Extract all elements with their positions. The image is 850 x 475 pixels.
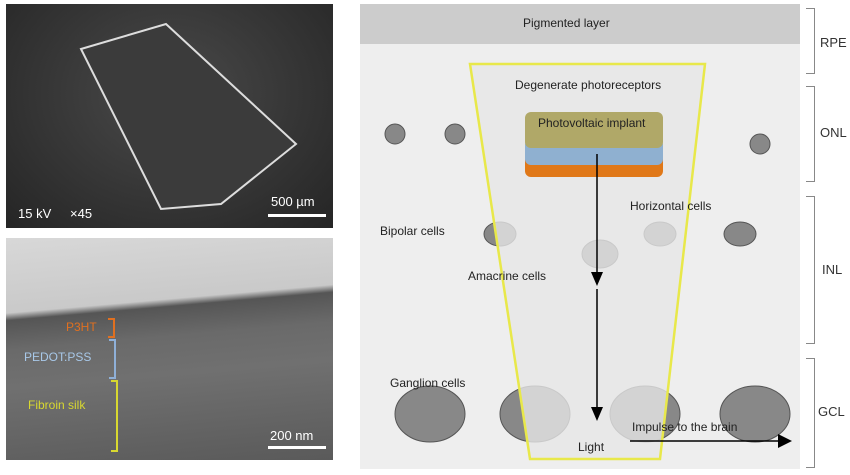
degenerate-photoreceptors-label: Degenerate photoreceptors xyxy=(515,78,662,92)
bracket-rpe xyxy=(806,8,815,74)
light-label: Light xyxy=(578,440,605,454)
magnification-label: ×45 xyxy=(70,206,93,221)
scale-bar-label: 500 µm xyxy=(271,194,315,209)
layer-label-p3ht: P3HT xyxy=(66,320,97,334)
layer-label-silk: Fibroin silk xyxy=(28,398,86,412)
layer-onl: ONL xyxy=(820,125,847,140)
layer-label-pedot: PEDOT:PSS xyxy=(24,350,92,364)
scale-bar xyxy=(268,214,326,217)
sem-image-cross-section: P3HT PEDOT:PSS Fibroin silk 200 nm xyxy=(6,238,333,460)
bracket-inl xyxy=(806,196,815,344)
voltage-label: 15 kV xyxy=(18,206,52,221)
bracket-silk xyxy=(111,380,118,452)
implant-flake xyxy=(79,22,298,211)
layer-rpe: RPE xyxy=(820,35,847,50)
bracket-p3ht xyxy=(108,318,115,338)
horizontal-cells-label: Horizontal cells xyxy=(630,199,712,213)
bracket-pedot xyxy=(109,339,116,379)
retina-illustration xyxy=(360,4,800,461)
ganglion-cells-label: Ganglion cells xyxy=(390,376,466,390)
sem-image-implant: 15 kV ×45 500 µm xyxy=(6,4,333,228)
layer-inl: INL xyxy=(822,262,843,277)
scale-bar xyxy=(268,446,326,449)
layer-gcl: GCL xyxy=(818,404,845,419)
bracket-onl xyxy=(806,86,815,182)
retina-diagram: Pigmented layer Degenerate photoreceptor… xyxy=(360,4,800,469)
impulse-label: Impulse to the brain xyxy=(632,420,738,434)
pigmented-layer-label: Pigmented layer xyxy=(523,16,610,30)
bipolar-cells-label: Bipolar cells xyxy=(380,224,445,238)
bracket-gcl xyxy=(806,358,815,468)
amacrine-cells-label: Amacrine cells xyxy=(468,269,547,283)
photovoltaic-implant-label: Photovoltaic implant xyxy=(538,116,646,130)
scale-bar-label: 200 nm xyxy=(270,428,314,443)
